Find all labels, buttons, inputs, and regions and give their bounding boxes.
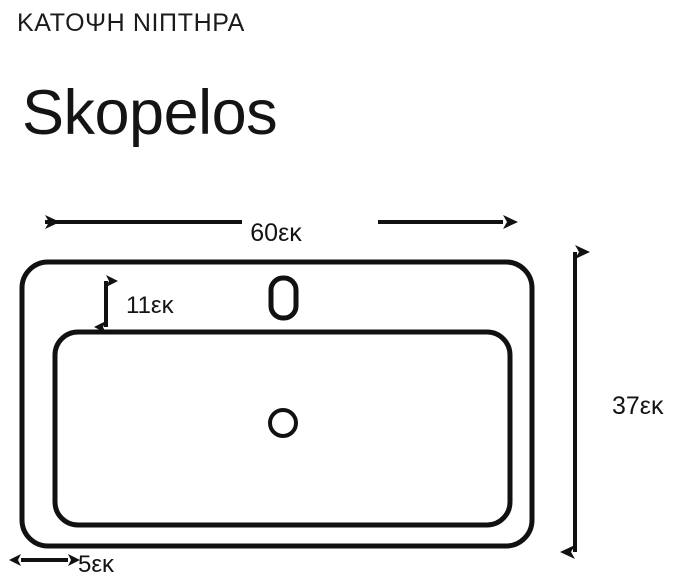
outer-basin-outline: [19, 259, 535, 549]
inner-basin-outline: [52, 329, 513, 528]
height-dimension-label: 37εκ: [612, 392, 664, 420]
page-title: Skopelos: [22, 78, 278, 148]
rim-dimension-label: 5εκ: [78, 551, 115, 578]
width-dimension-label: 60εκ: [250, 219, 302, 247]
faucet-hole-icon: [268, 275, 299, 321]
drain-hole-icon: [268, 408, 298, 438]
back-ledge-dimension-label: 11εκ: [126, 292, 175, 319]
sheet-kicker: ΚΑΤΟΨΗ ΝΙΠΤΗΡΑ: [17, 9, 245, 37]
